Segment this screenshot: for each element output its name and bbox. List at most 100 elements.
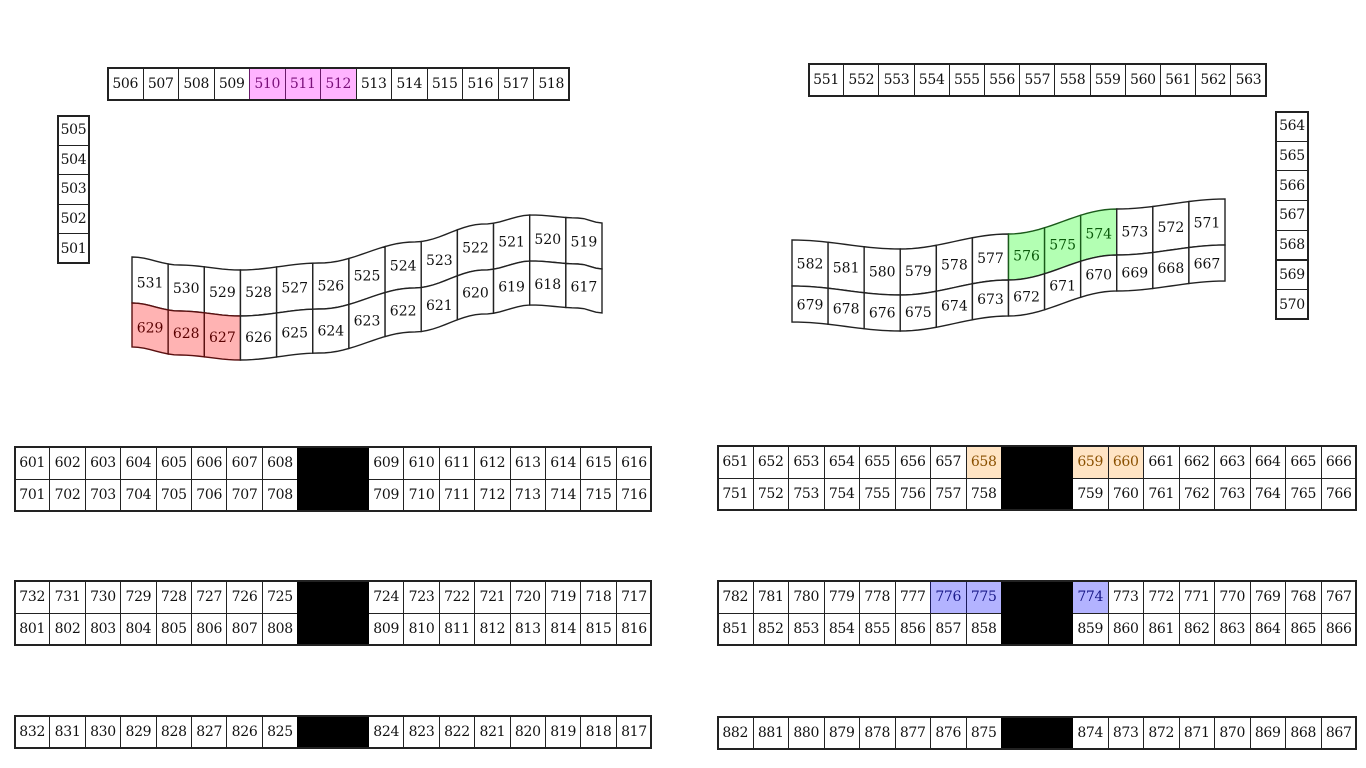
seat-702[interactable]: 702 — [49, 478, 86, 512]
seat-876[interactable]: 876 — [930, 716, 967, 750]
seat-860[interactable]: 860 — [1107, 612, 1144, 646]
seat-765[interactable]: 765 — [1285, 477, 1322, 511]
seat-864[interactable]: 864 — [1249, 612, 1286, 646]
seat-651[interactable]: 651 — [717, 445, 754, 479]
seat-654[interactable]: 654 — [823, 445, 860, 479]
seat-822[interactable]: 822 — [438, 715, 476, 749]
seat-872[interactable]: 872 — [1143, 716, 1180, 750]
seat-831[interactable]: 831 — [49, 715, 86, 749]
seat-569[interactable]: 569 — [1275, 259, 1309, 291]
seat-611[interactable]: 611 — [438, 446, 476, 480]
seat-528[interactable]: 528 — [239, 266, 278, 317]
seat-830[interactable]: 830 — [84, 715, 122, 749]
seat-723[interactable]: 723 — [403, 580, 440, 614]
seat-529[interactable]: 529 — [203, 266, 242, 317]
seat-655[interactable]: 655 — [859, 445, 896, 479]
seat-816[interactable]: 816 — [615, 612, 653, 646]
seat-867[interactable]: 867 — [1320, 716, 1357, 750]
seat-566[interactable]: 566 — [1275, 170, 1309, 202]
seat-778[interactable]: 778 — [859, 580, 896, 614]
seat-869[interactable]: 869 — [1249, 716, 1286, 750]
seat-662[interactable]: 662 — [1178, 445, 1215, 479]
seat-715[interactable]: 715 — [580, 478, 617, 512]
seat-812[interactable]: 812 — [474, 612, 511, 646]
seat-832[interactable]: 832 — [14, 715, 51, 749]
seat-613[interactable]: 613 — [509, 446, 546, 480]
seat-661[interactable]: 661 — [1143, 445, 1180, 479]
seat-766[interactable]: 766 — [1320, 477, 1357, 511]
seat-729[interactable]: 729 — [120, 580, 157, 614]
seat-669[interactable]: 669 — [1116, 251, 1154, 292]
seat-760[interactable]: 760 — [1107, 477, 1144, 511]
seat-815[interactable]: 815 — [580, 612, 617, 646]
seat-shape[interactable] — [565, 262, 603, 314]
seat-852[interactable]: 852 — [752, 612, 789, 646]
seat-828[interactable]: 828 — [155, 715, 192, 749]
seat-625[interactable]: 625 — [275, 308, 314, 358]
seat-881[interactable]: 881 — [752, 716, 789, 750]
seat-855[interactable]: 855 — [859, 612, 896, 646]
seat-757[interactable]: 757 — [930, 477, 967, 511]
seat-523[interactable]: 523 — [420, 228, 459, 289]
seat-513[interactable]: 513 — [355, 67, 392, 101]
seat-603[interactable]: 603 — [84, 446, 122, 480]
seat-726[interactable]: 726 — [226, 580, 263, 614]
seat-573[interactable]: 573 — [1116, 205, 1154, 256]
seat-627[interactable]: 627 — [203, 312, 242, 361]
seat-873[interactable]: 873 — [1107, 716, 1144, 750]
seat-704[interactable]: 704 — [120, 478, 157, 512]
seat-761[interactable]: 761 — [1143, 477, 1180, 511]
seat-803[interactable]: 803 — [84, 612, 122, 646]
seat-524[interactable]: 524 — [384, 240, 422, 294]
seat-866[interactable]: 866 — [1320, 612, 1357, 646]
seat-716[interactable]: 716 — [615, 478, 653, 512]
seat-665[interactable]: 665 — [1285, 445, 1322, 479]
seat-804[interactable]: 804 — [120, 612, 157, 646]
seat-574[interactable]: 574 — [1079, 208, 1118, 263]
seat-730[interactable]: 730 — [84, 580, 122, 614]
seat-801[interactable]: 801 — [14, 612, 51, 646]
seat-810[interactable]: 810 — [403, 612, 440, 646]
seat-728[interactable]: 728 — [155, 580, 192, 614]
seat-863[interactable]: 863 — [1214, 612, 1251, 646]
seat-620[interactable]: 620 — [456, 268, 495, 321]
seat-711[interactable]: 711 — [438, 478, 476, 512]
seat-653[interactable]: 653 — [788, 445, 825, 479]
seat-777[interactable]: 777 — [894, 580, 931, 614]
seat-857[interactable]: 857 — [930, 612, 967, 646]
seat-705[interactable]: 705 — [155, 478, 192, 512]
seat-807[interactable]: 807 — [226, 612, 263, 646]
seat-554[interactable]: 554 — [913, 63, 950, 97]
seat-657[interactable]: 657 — [930, 445, 967, 479]
seat-560[interactable]: 560 — [1124, 63, 1161, 97]
seat-862[interactable]: 862 — [1178, 612, 1215, 646]
seat-773[interactable]: 773 — [1107, 580, 1144, 614]
seat-606[interactable]: 606 — [191, 446, 228, 480]
seat-758[interactable]: 758 — [965, 477, 1002, 511]
seat-678[interactable]: 678 — [827, 287, 865, 330]
seat-674[interactable]: 674 — [935, 282, 974, 329]
seat-561[interactable]: 561 — [1160, 63, 1197, 97]
seat-604[interactable]: 604 — [120, 446, 157, 480]
seat-572[interactable]: 572 — [1152, 200, 1190, 254]
seat-875[interactable]: 875 — [965, 716, 1002, 750]
seat-874[interactable]: 874 — [1072, 716, 1109, 750]
seat-652[interactable]: 652 — [752, 445, 789, 479]
seat-701[interactable]: 701 — [14, 478, 51, 512]
seat-511[interactable]: 511 — [284, 67, 321, 101]
seat-518[interactable]: 518 — [533, 67, 570, 101]
seat-605[interactable]: 605 — [155, 446, 192, 480]
seat-759[interactable]: 759 — [1072, 477, 1109, 511]
seat-shape[interactable] — [1188, 244, 1226, 285]
seat-868[interactable]: 868 — [1285, 716, 1322, 750]
seat-727[interactable]: 727 — [191, 580, 228, 614]
seat-553[interactable]: 553 — [878, 63, 915, 97]
seat-820[interactable]: 820 — [509, 715, 546, 749]
seat-859[interactable]: 859 — [1072, 612, 1109, 646]
seat-616[interactable]: 616 — [615, 446, 653, 480]
seat-624[interactable]: 624 — [312, 303, 350, 354]
seat-827[interactable]: 827 — [191, 715, 228, 749]
seat-829[interactable]: 829 — [120, 715, 157, 749]
seat-527[interactable]: 527 — [275, 262, 314, 314]
seat-754[interactable]: 754 — [823, 477, 860, 511]
